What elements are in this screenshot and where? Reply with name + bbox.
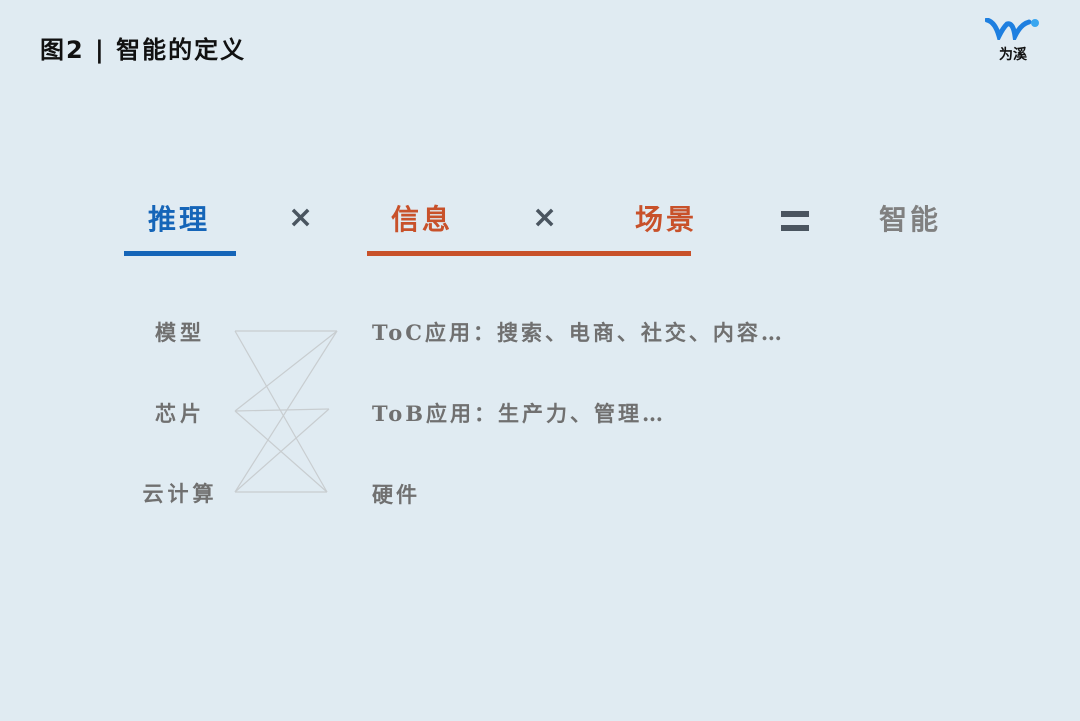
connector: [234, 408, 330, 412]
multiply-sign-1: ×: [288, 200, 314, 235]
logo-text: 为溪: [999, 47, 1027, 63]
connector: [234, 330, 338, 412]
right-item-hardware: 硬件: [372, 482, 420, 507]
term-information: 信息: [391, 203, 454, 236]
term-reasoning: 推理: [148, 203, 211, 236]
reasoning-underline: [124, 251, 236, 256]
information-scenario-underline: [367, 251, 691, 256]
connector: [234, 330, 328, 493]
right-item-tob: ToB应用：生产力、管理…: [372, 401, 666, 426]
left-item-model: 模型: [155, 320, 205, 345]
connector: [234, 408, 330, 493]
term-scenario: 场景: [635, 203, 698, 236]
left-item-chip: 芯片: [155, 401, 205, 426]
left-item-cloud: 云计算: [142, 481, 218, 506]
logo-w-icon: [984, 17, 1039, 45]
connector: [234, 330, 338, 493]
equals-sign: =: [781, 211, 809, 217]
multiply-sign-2: ×: [532, 200, 558, 235]
result-intelligence: 智能: [879, 203, 942, 236]
logo: 为溪: [984, 17, 1041, 64]
figure-title: 图2 | 智能的定义: [40, 36, 247, 64]
equals-sign-lower: [781, 225, 809, 231]
right-item-toc: ToC应用：搜索、电商、社交、内容…: [372, 320, 785, 345]
